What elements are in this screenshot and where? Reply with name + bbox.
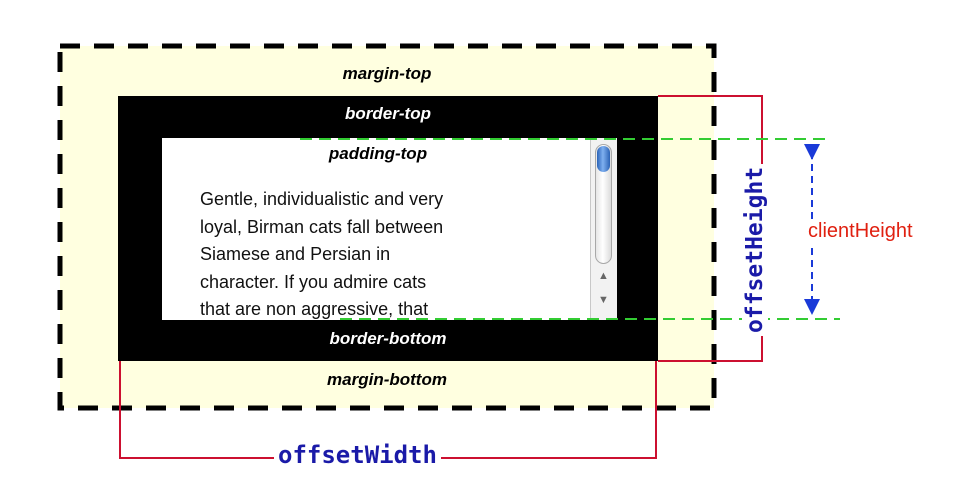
scroll-thumb[interactable] (595, 144, 612, 264)
offset-height-label: offsetHeight (742, 163, 768, 336)
padding-top-label: padding-top (328, 144, 428, 163)
content-line: loyal, Birman cats fall between (200, 216, 444, 237)
content-line: Siamese and Persian in (200, 244, 391, 264)
border-top-label: border-top (345, 104, 431, 123)
scroll-down-arrow-icon[interactable]: ▼ (598, 294, 609, 306)
scroll-thumb-highlight (597, 146, 610, 172)
offset-width-label: offsetWidth (274, 441, 441, 469)
border-bottom-label: border-bottom (329, 329, 447, 348)
margin-top-label: margin-top (342, 64, 432, 83)
content-line: character. If you admire cats (200, 271, 427, 292)
content-text: Gentle, individualistic and very loyal, … (200, 186, 560, 320)
vertical-scrollbar[interactable]: ▲ ▼ (590, 138, 617, 320)
content-box: Gentle, individualistic and very loyal, … (162, 138, 594, 320)
margin-bottom-label: margin-bottom (327, 370, 447, 389)
content-line: that are non aggressive, that (200, 299, 429, 319)
content-line: Gentle, individualistic and very (200, 189, 444, 209)
scroll-up-arrow-icon[interactable]: ▲ (598, 270, 609, 282)
client-height-label: clientHeight (808, 220, 913, 243)
